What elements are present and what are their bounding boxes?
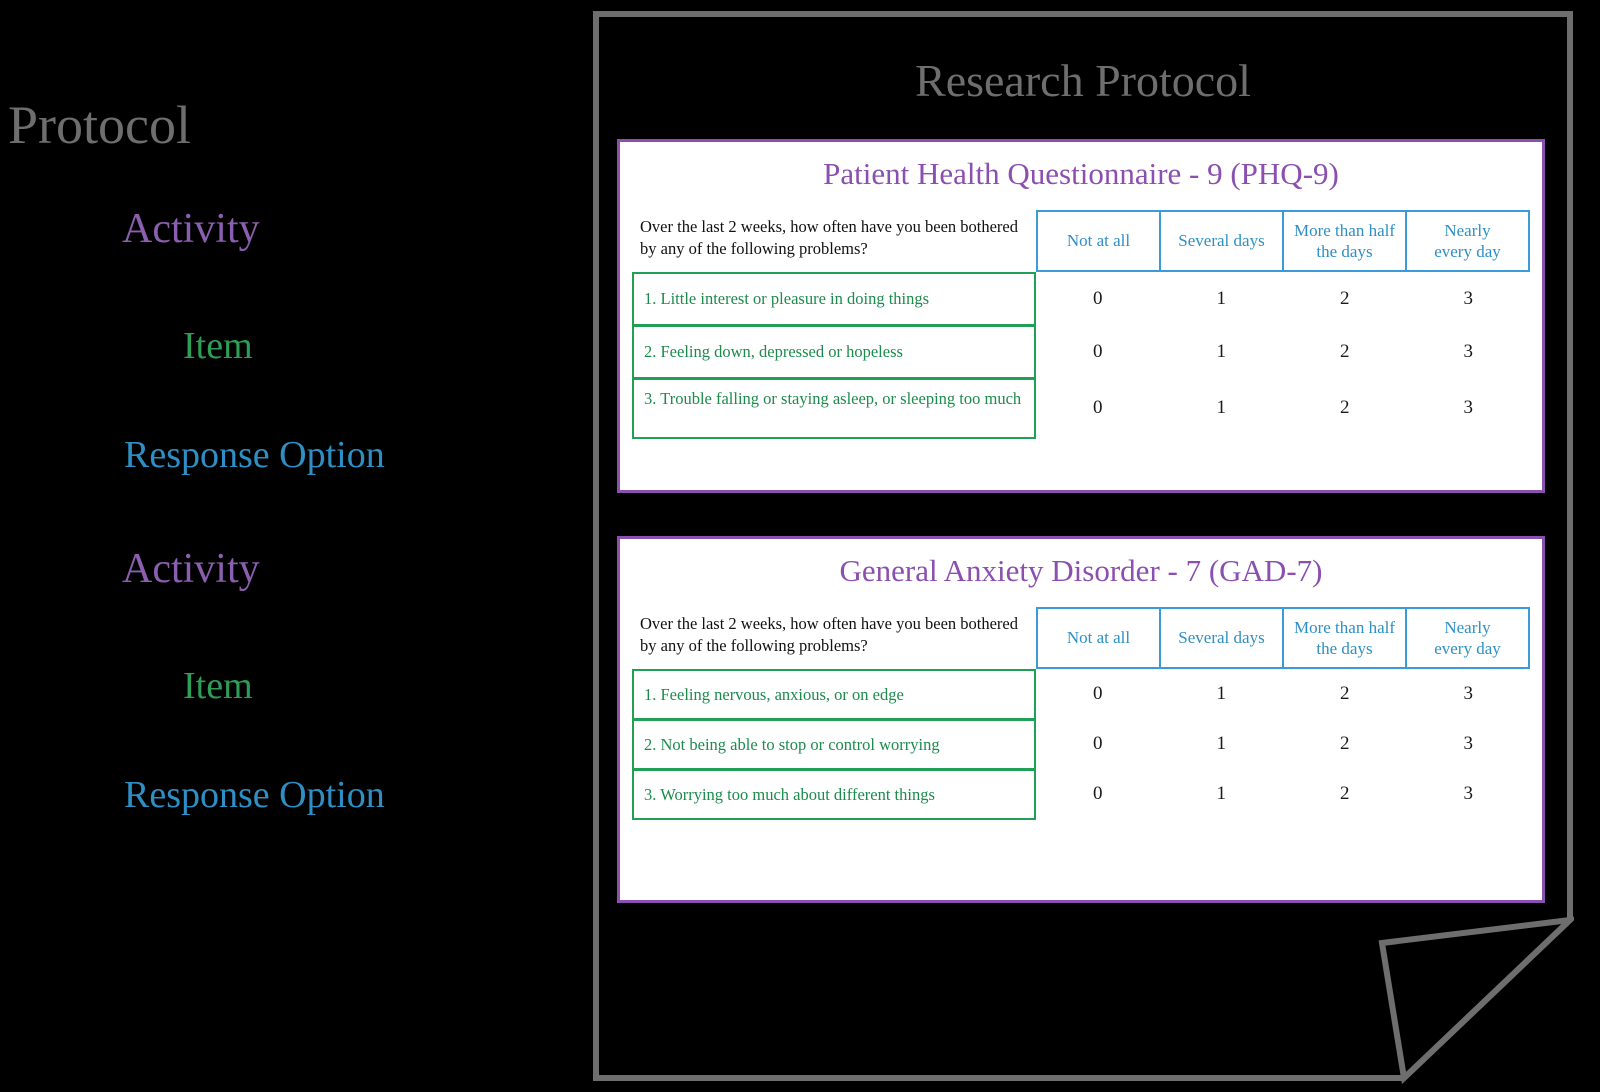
instrument-panel-phq9: Patient Health Questionnaire - 9 (PHQ-9)…	[617, 139, 1545, 493]
response-option-label: Not at all	[1066, 231, 1131, 251]
legend-label-response-option-1: Response Option	[124, 434, 385, 476]
instrument-title-gad7: General Anxiety Disorder - 7 (GAD-7)	[839, 553, 1323, 588]
score-value[interactable]: 3	[1463, 287, 1474, 309]
score-value[interactable]: 3	[1463, 397, 1474, 418]
score-value[interactable]: 0	[1093, 683, 1103, 704]
score-value[interactable]: 0	[1093, 340, 1103, 362]
legend-label-activity-1: Activity	[122, 206, 260, 252]
response-option-label: Not at all	[1066, 628, 1131, 648]
item-text: 1. Little interest or pleasure in doing …	[632, 272, 1036, 326]
score-value[interactable]: 0	[1093, 733, 1103, 754]
item-text: 2. Not being able to stop or control wor…	[632, 719, 1036, 770]
score-value[interactable]: 2	[1340, 683, 1350, 704]
score-value[interactable]: 2	[1340, 783, 1350, 804]
score-value[interactable]: 2	[1340, 340, 1350, 362]
score-value[interactable]: 3	[1463, 783, 1474, 804]
legend-label-item-1: Item	[183, 325, 253, 367]
questionnaire-prompt: Over the last 2 weeks, how often have yo…	[640, 614, 1019, 656]
folded-corner-icon	[1378, 916, 1574, 1084]
response-option-header-not-at-all: Not at all	[1036, 607, 1159, 669]
table-row: 1. Feeling nervous, anxious, or on edge …	[632, 669, 1530, 720]
response-option-header-several-days: Several days	[1159, 607, 1282, 669]
score-value[interactable]: 2	[1340, 733, 1350, 754]
questionnaire-table-phq9: Over the last 2 weeks, how often have yo…	[632, 210, 1530, 439]
score-value[interactable]: 1	[1216, 733, 1227, 754]
score-value[interactable]: 3	[1463, 683, 1474, 704]
legend-label-response-option-2: Response Option	[124, 774, 385, 816]
score-value[interactable]: 1	[1216, 397, 1227, 418]
item-text: 3. Worrying too much about different thi…	[632, 769, 1036, 820]
research-protocol-document: Research Protocol Patient Health Questio…	[592, 8, 1574, 1084]
questionnaire-table-gad7: Over the last 2 weeks, how often have yo…	[632, 607, 1530, 820]
table-row: 2. Feeling down, depressed or hopeless 0…	[632, 325, 1530, 379]
response-option-label: Several days	[1178, 628, 1265, 648]
score-value[interactable]: 0	[1093, 397, 1103, 418]
score-value[interactable]: 2	[1340, 397, 1350, 418]
item-text: 3. Trouble falling or staying asleep, or…	[632, 378, 1036, 439]
table-row: 3. Trouble falling or staying asleep, or…	[632, 378, 1530, 439]
item-text: 1. Feeling nervous, anxious, or on edge	[632, 669, 1036, 720]
table-header-row: Over the last 2 weeks, how often have yo…	[632, 210, 1530, 272]
score-value[interactable]: 0	[1093, 783, 1103, 804]
table-row: 2. Not being able to stop or control wor…	[632, 719, 1530, 770]
score-value[interactable]: 1	[1216, 287, 1227, 309]
score-value[interactable]: 0	[1093, 287, 1103, 309]
questionnaire-prompt: Over the last 2 weeks, how often have yo…	[640, 217, 1019, 259]
legend-label-protocol: Protocol	[8, 95, 191, 155]
score-value[interactable]: 1	[1216, 683, 1227, 704]
item-text: 2. Feeling down, depressed or hopeless	[632, 325, 1036, 379]
table-row: 1. Little interest or pleasure in doing …	[632, 272, 1530, 326]
table-row: 3. Worrying too much about different thi…	[632, 769, 1530, 820]
score-value[interactable]: 3	[1463, 733, 1474, 754]
instrument-panel-gad7: General Anxiety Disorder - 7 (GAD-7) Ove…	[617, 536, 1545, 903]
response-option-header-several-days: Several days	[1159, 210, 1282, 272]
document-title: Research Protocol	[915, 55, 1251, 106]
score-value[interactable]: 2	[1340, 287, 1350, 309]
response-option-header-not-at-all: Not at all	[1036, 210, 1159, 272]
score-value[interactable]: 1	[1216, 783, 1227, 804]
instrument-title-phq9: Patient Health Questionnaire - 9 (PHQ-9)	[823, 156, 1339, 191]
table-header-row: Over the last 2 weeks, how often have yo…	[632, 607, 1530, 669]
score-value[interactable]: 3	[1463, 340, 1474, 362]
response-option-label: Several days	[1178, 231, 1265, 251]
legend-label-activity-2: Activity	[122, 546, 260, 592]
legend-label-item-2: Item	[183, 665, 253, 707]
score-value[interactable]: 1	[1216, 340, 1227, 362]
